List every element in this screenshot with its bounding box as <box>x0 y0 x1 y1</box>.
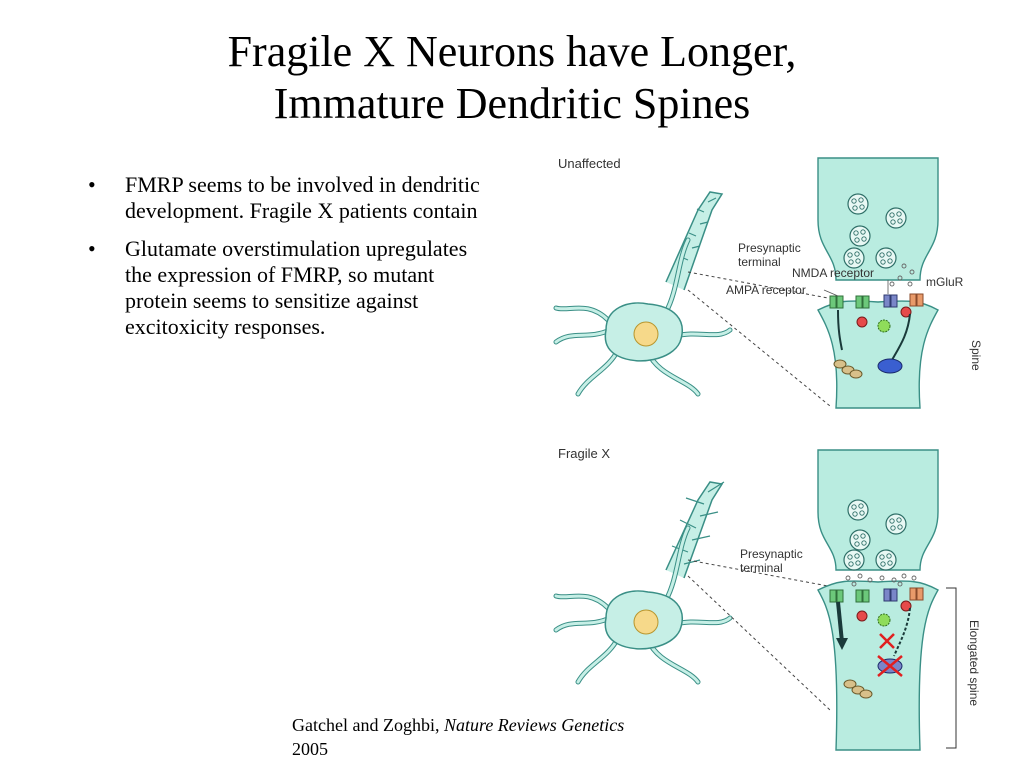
bullet-item: • Glutamate overstimulation upregulates … <box>88 236 498 340</box>
neuron-spine-figure: Unaffected <box>548 156 983 751</box>
citation-journal: Nature Reviews Genetics <box>443 715 625 735</box>
panel-label-fragile-x: Fragile X <box>558 446 610 461</box>
synapse-fragile-x: Presynaptic terminal Elongated spine <box>740 449 981 751</box>
title-line-2: Immature Dendritic Spines <box>273 79 751 128</box>
presynaptic-label-fx-2: terminal <box>740 561 783 575</box>
bullet-marker: • <box>88 172 96 197</box>
elongated-spine-label: Elongated spine <box>967 620 981 706</box>
spine-label: Spine <box>969 340 983 371</box>
panel-label-unaffected: Unaffected <box>558 156 621 171</box>
block-icon <box>877 655 903 677</box>
presynaptic-label: Presynaptic <box>738 241 801 255</box>
receptors-unaffected <box>829 293 924 309</box>
presynaptic-label-2: terminal <box>738 255 781 269</box>
slide-title: Fragile X Neurons have Longer, Immature … <box>0 26 1024 130</box>
synapse-unaffected: Presynaptic terminal NMDA receptor AMPA … <box>726 157 983 409</box>
citation-year: 2005 <box>292 739 328 759</box>
mglur-label: mGluR <box>926 275 964 289</box>
title-line-1: Fragile X Neurons have Longer, <box>227 27 797 76</box>
bullet-marker: • <box>88 236 96 261</box>
ampa-label: AMPA receptor <box>726 283 806 297</box>
bullet-list: • FMRP seems to be involved in dendritic… <box>88 172 498 352</box>
neuron-unaffected <box>556 191 730 394</box>
panel-fragile-x: Fragile X <box>556 446 981 751</box>
bullet-text: FMRP seems to be involved in dendritic d… <box>125 172 480 223</box>
receptors-fragile-x <box>829 587 924 603</box>
citation: Gatchel and Zoghbi, Nature Reviews Genet… <box>292 713 652 761</box>
bullet-item: • FMRP seems to be involved in dendritic… <box>88 172 498 224</box>
dashed-zoom-lines-2 <box>687 559 831 711</box>
block-icon <box>879 633 895 649</box>
bullet-text: Glutamate overstimulation upregulates th… <box>125 236 468 339</box>
panel-unaffected: Unaffected <box>556 156 983 409</box>
citation-authors: Gatchel and Zoghbi, <box>292 715 444 735</box>
neuron-fragile-x <box>556 481 730 682</box>
dashed-zoom-lines <box>687 271 831 407</box>
nmda-label: NMDA receptor <box>792 266 874 280</box>
presynaptic-label-fx: Presynaptic <box>740 547 803 561</box>
